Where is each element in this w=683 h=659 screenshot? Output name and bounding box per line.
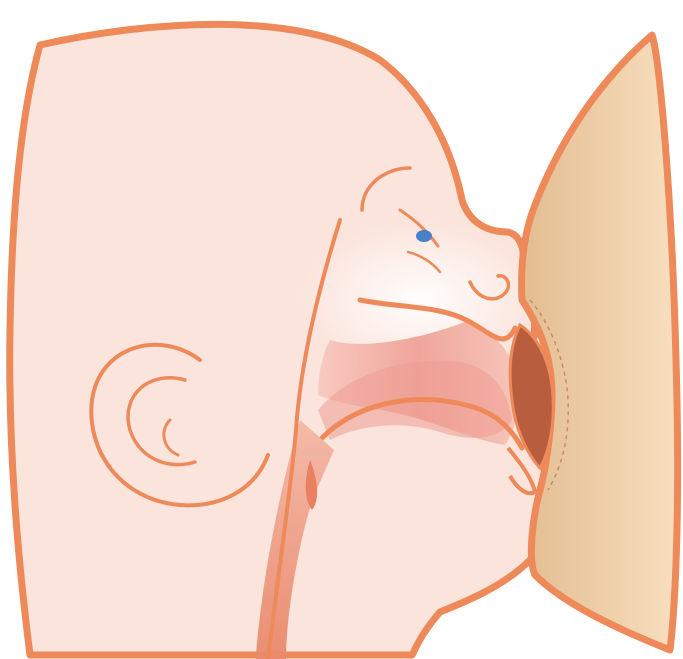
breast <box>522 35 678 650</box>
eye-icon <box>416 230 432 242</box>
